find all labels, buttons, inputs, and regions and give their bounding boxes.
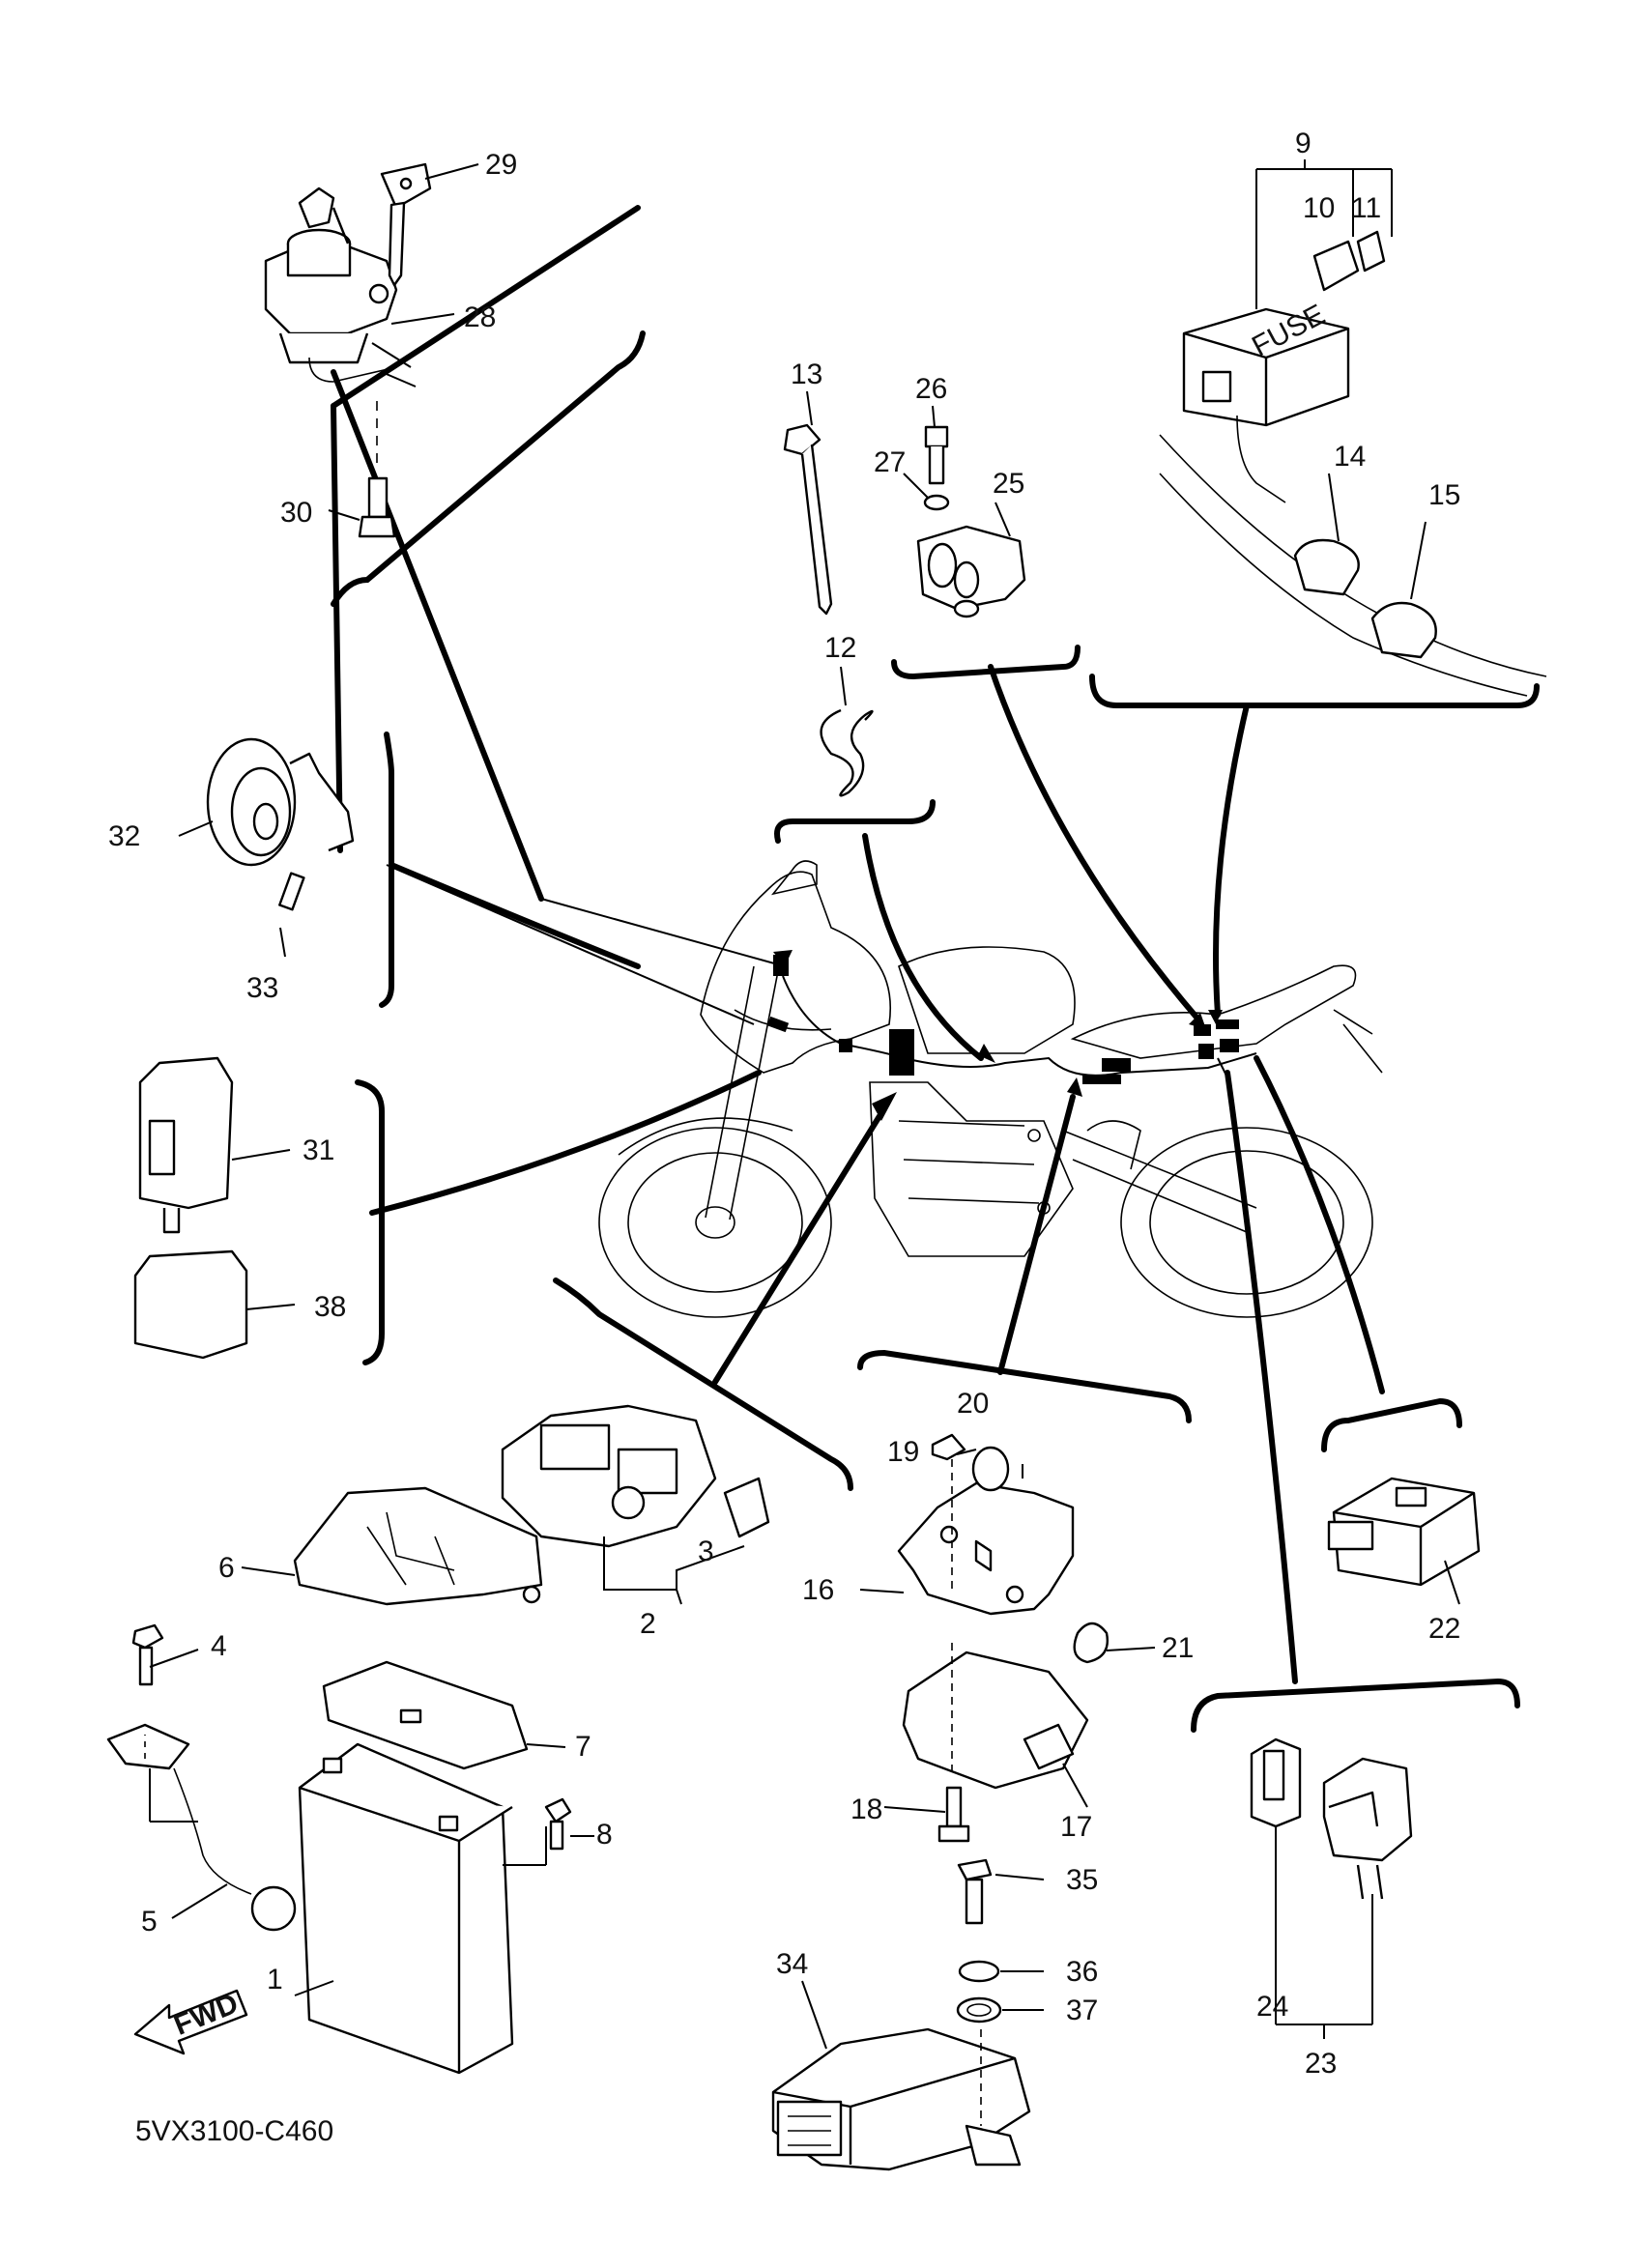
flasher-relay-assembly <box>133 1056 296 1360</box>
fuse-box-assembly: FUSE <box>1159 159 1547 697</box>
battery-holder <box>241 1486 543 1606</box>
callout-6: 6 <box>218 1552 235 1584</box>
callout-3: 3 <box>698 1536 714 1567</box>
callout-21: 21 <box>1162 1632 1194 1664</box>
callout-5: 5 <box>141 1906 158 1938</box>
callout-1: 1 <box>267 1964 283 1995</box>
diagram-code: 5VX3100-C460 <box>135 2115 333 2147</box>
callout-37: 37 <box>1066 1995 1098 2026</box>
callout-30: 30 <box>280 497 312 529</box>
ignitor-assembly <box>771 1858 1045 2171</box>
forward-arrow: FWD <box>133 1988 248 2055</box>
callout-34: 34 <box>776 1948 808 1980</box>
group-brackets <box>331 330 1540 1733</box>
cable-tie-and-clip <box>783 390 874 797</box>
sensor-bracket-assembly <box>903 405 1026 618</box>
callout-23: 23 <box>1305 2048 1337 2080</box>
battery-assembly <box>106 1623 594 2075</box>
callout-9: 9 <box>1295 128 1312 159</box>
callout-27: 27 <box>874 446 906 478</box>
callout-20: 20 <box>957 1388 989 1420</box>
callout-29: 29 <box>485 149 517 181</box>
callout-35: 35 <box>1066 1864 1098 1896</box>
callout-labels: 1 2 3 4 5 6 7 8 9 10 11 12 13 14 15 16 1… <box>108 128 1460 2080</box>
callout-38: 38 <box>314 1291 346 1323</box>
callout-14: 14 <box>1334 441 1366 473</box>
callout-4: 4 <box>211 1630 227 1662</box>
callout-10: 10 <box>1303 192 1335 224</box>
callout-11: 11 <box>1351 192 1381 224</box>
horn-assembly <box>178 737 355 958</box>
callout-17: 17 <box>1060 1811 1092 1843</box>
fwd-label: FWD <box>169 1988 243 2042</box>
callout-26: 26 <box>915 373 947 405</box>
callout-13: 13 <box>791 359 822 390</box>
callout-18: 18 <box>850 1794 882 1825</box>
callout-16: 16 <box>802 1574 834 1606</box>
callout-15: 15 <box>1428 479 1460 511</box>
leader-lines <box>331 205 1385 1684</box>
callout-12: 12 <box>824 632 856 664</box>
relay-unit-22 <box>1327 1477 1481 1605</box>
callout-28: 28 <box>464 301 496 333</box>
main-switch-assembly <box>264 162 479 538</box>
callout-7: 7 <box>575 1731 591 1763</box>
callout-19: 19 <box>887 1436 919 1468</box>
callout-25: 25 <box>993 468 1024 500</box>
callout-32: 32 <box>108 820 140 852</box>
callout-33: 33 <box>246 972 278 1004</box>
callout-24: 24 <box>1256 1991 1288 2023</box>
ecu-bracket-assembly <box>859 1433 1156 1843</box>
relay-23-24 <box>1250 1737 1413 2039</box>
callout-36: 36 <box>1066 1956 1098 1988</box>
callout-22: 22 <box>1428 1613 1460 1645</box>
motorcycle-outline <box>598 860 1383 1318</box>
callout-2: 2 <box>640 1608 656 1640</box>
starter-relay-assembly <box>501 1404 770 1605</box>
callout-8: 8 <box>596 1819 613 1851</box>
callout-31: 31 <box>303 1134 334 1166</box>
